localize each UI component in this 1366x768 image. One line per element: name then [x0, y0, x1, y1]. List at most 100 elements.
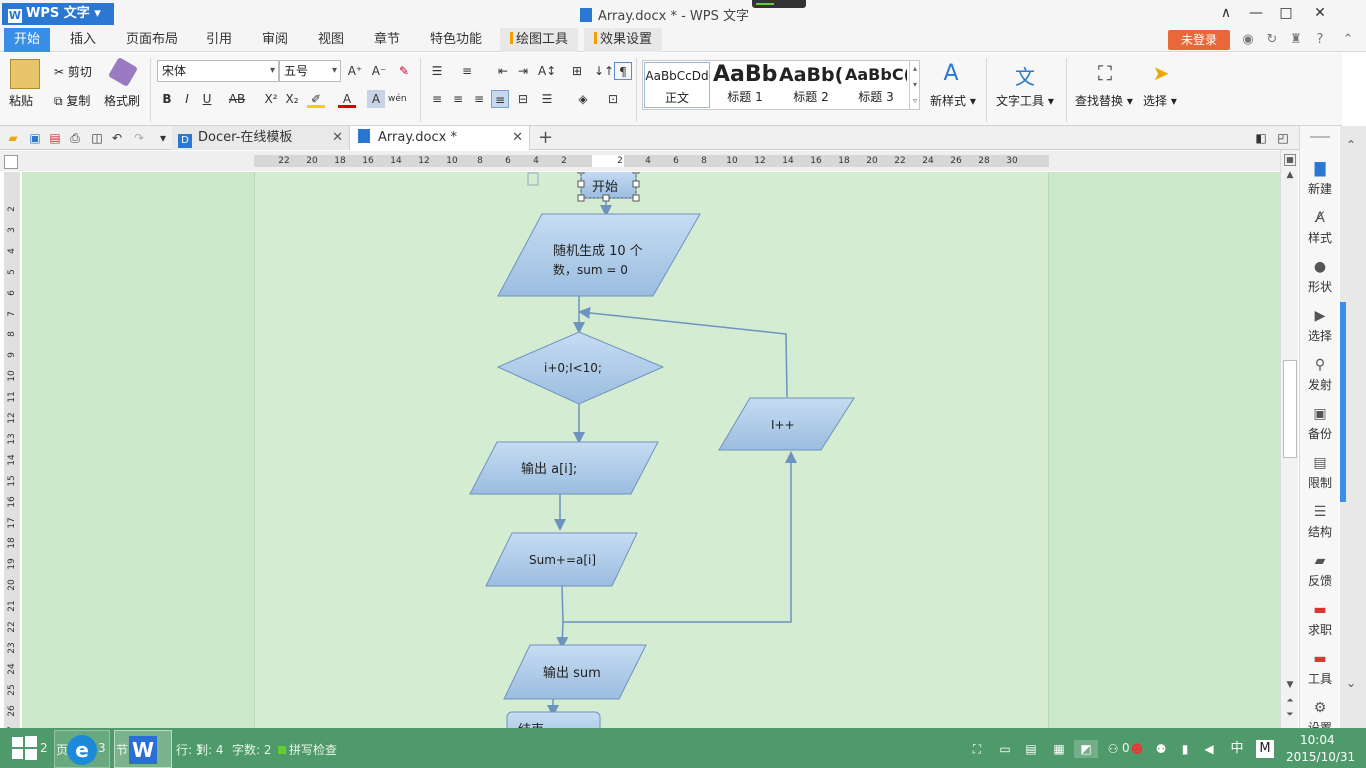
clock-time[interactable]: 10:04 — [1300, 733, 1335, 747]
side-panel-item[interactable]: ▶选择 — [1300, 301, 1340, 349]
ribbon-toggle-icon[interactable]: ⌃ — [1342, 32, 1354, 47]
style-heading-3[interactable]: AaBbC( 标题 3 — [845, 65, 907, 104]
vertical-scrollbar[interactable]: ▦ ▲ ▼ ⏶ ⏷ — [1280, 150, 1298, 728]
paste-icon[interactable] — [10, 59, 40, 89]
quick-access-menu-icon[interactable]: ▾ — [159, 131, 167, 145]
resize-handle[interactable] — [602, 194, 610, 202]
menu-review[interactable]: 审阅 — [262, 32, 289, 47]
undo-icon[interactable]: ↶ — [111, 131, 123, 145]
side-panel-item[interactable]: ▰反馈 — [1300, 546, 1340, 594]
font-color-icon[interactable]: A — [338, 90, 356, 108]
subscript-icon[interactable]: X₂ — [285, 92, 299, 106]
tab-array-docx[interactable]: Array.docx * ✕ — [350, 126, 530, 150]
font-size-select[interactable]: 五号 — [279, 60, 341, 82]
init-shape[interactable] — [497, 213, 701, 297]
spell-check-toggle[interactable]: 拼写检查 — [278, 741, 337, 758]
next-page-icon[interactable]: ⏷ — [1286, 710, 1294, 720]
tab-list-icon[interactable]: ◧ — [1255, 131, 1267, 145]
increase-indent-icon[interactable]: ⇥ — [517, 64, 529, 78]
output-item-shape[interactable] — [469, 441, 659, 495]
close-tab-icon[interactable]: ✕ — [332, 130, 343, 145]
side-panel-item[interactable]: ☰结构 — [1300, 497, 1340, 545]
resize-handle[interactable] — [632, 180, 640, 188]
justify-icon[interactable]: ≡ — [491, 90, 509, 108]
clear-format-icon[interactable]: ✎ — [398, 64, 410, 78]
close-button[interactable]: ✕ — [1314, 5, 1326, 21]
redo-icon[interactable]: ↷ — [133, 131, 145, 145]
people-icon[interactable]: ⚉ — [1155, 742, 1167, 756]
style-normal[interactable]: AaBbCcDd 正文 — [644, 62, 710, 108]
borders-icon[interactable]: ⊡ — [607, 92, 619, 106]
full-screen-icon[interactable]: ⛶ — [972, 742, 982, 756]
document-page[interactable]: 开始 随机生成 10 个 数，sum = 0 i+0;I<10; I++ 输出 … — [254, 172, 1049, 728]
menu-page-layout[interactable]: 页面布局 — [126, 32, 179, 47]
page-view-icon[interactable]: ▭ — [999, 742, 1011, 756]
anchor-icon[interactable] — [527, 172, 539, 186]
export-pdf-icon[interactable]: ▤ — [49, 131, 61, 145]
help-button[interactable]: ? — [1316, 32, 1324, 47]
underline-icon[interactable]: U — [202, 92, 212, 106]
maximize-button[interactable]: □ — [1279, 5, 1293, 21]
menu-references[interactable]: 引用 — [206, 32, 233, 47]
resize-handle[interactable] — [577, 194, 585, 202]
distribute-icon[interactable]: ⊟ — [517, 92, 529, 106]
decrease-indent-icon[interactable]: ⇤ — [497, 64, 509, 78]
print-preview-icon[interactable]: ◫ — [91, 131, 103, 145]
find-replace-button[interactable]: 查找替换 ▾ — [1075, 94, 1133, 108]
outer-scroll-up-icon[interactable]: ⌃ — [1346, 138, 1357, 152]
menu-effect-settings[interactable]: 效果设置 — [584, 28, 663, 52]
side-panel-item[interactable]: ⚲发射 — [1300, 350, 1340, 398]
reading-view-icon[interactable]: ◩ — [1074, 740, 1098, 758]
side-panel-item[interactable]: ▬求职 — [1300, 595, 1340, 643]
volume-icon[interactable]: ◀ — [1204, 742, 1214, 756]
outline-view-icon[interactable]: ▤ — [1025, 742, 1037, 756]
menu-special-features[interactable]: 特色功能 — [430, 32, 483, 47]
select-button[interactable]: 选择 ▾ — [1143, 94, 1177, 108]
side-panel-item[interactable]: ▬工具 — [1300, 644, 1340, 692]
web-view-icon[interactable]: ▦ — [1053, 742, 1065, 756]
panel-resize-handle[interactable] — [1340, 302, 1346, 502]
menu-drawing-tools[interactable]: 绘图工具 — [500, 28, 579, 52]
char-shading-icon[interactable]: A — [367, 90, 385, 108]
side-panel-item[interactable]: ▇新建 — [1300, 154, 1340, 202]
condition-shape[interactable] — [496, 331, 665, 405]
resize-handle[interactable] — [577, 172, 585, 174]
shrink-font-icon[interactable]: A⁻ — [371, 64, 387, 78]
styles-scroll[interactable]: ▴▾▿ — [909, 61, 920, 109]
output-sum-shape[interactable] — [503, 644, 647, 700]
sort-icon[interactable]: ↓↑ — [594, 64, 615, 78]
numbering-icon[interactable]: ≡ — [461, 64, 473, 78]
skin-icon[interactable]: ◉ — [1242, 32, 1254, 47]
outer-scroll-down-icon[interactable]: ⌄ — [1346, 676, 1357, 690]
align-left-icon[interactable]: ≡ — [431, 92, 443, 106]
network-icon[interactable]: ⚇ — [1107, 742, 1119, 756]
new-style-button[interactable]: 新样式 ▾ — [930, 94, 976, 108]
qq-icon[interactable]: ☻ — [1130, 742, 1144, 756]
windows-start-icon[interactable] — [8, 734, 40, 762]
resize-handle[interactable] — [577, 180, 585, 188]
menu-home[interactable]: 开始 — [4, 28, 51, 52]
battery-icon[interactable]: ▮ — [1181, 742, 1189, 756]
scroll-down-icon[interactable]: ▼ — [1286, 680, 1294, 690]
side-panel-item[interactable]: A̸样式 — [1300, 203, 1340, 251]
ime-indicator[interactable]: 中 — [1230, 741, 1244, 756]
style-heading-1[interactable]: AaBb 标题 1 — [713, 62, 777, 104]
brush-icon[interactable] — [107, 56, 139, 88]
align-right-icon[interactable]: ≡ — [473, 92, 485, 106]
resize-handle[interactable] — [632, 172, 640, 174]
highlight-icon[interactable]: ✐ — [307, 90, 325, 108]
sync-icon[interactable]: ↻ — [1266, 32, 1278, 47]
text-direction-icon[interactable]: A↕ — [538, 64, 557, 78]
print-icon[interactable]: ⎙ — [70, 131, 80, 145]
tab-stop-selector[interactable] — [4, 155, 18, 169]
shading-icon[interactable]: ◈ — [578, 92, 588, 106]
shirt-icon[interactable]: ♜ — [1290, 32, 1302, 47]
close-tab-icon[interactable]: ✕ — [512, 130, 523, 145]
minimize-button[interactable]: — — [1249, 5, 1263, 21]
menu-insert[interactable]: 插入 — [70, 32, 97, 47]
superscript-icon[interactable]: X² — [264, 92, 278, 106]
